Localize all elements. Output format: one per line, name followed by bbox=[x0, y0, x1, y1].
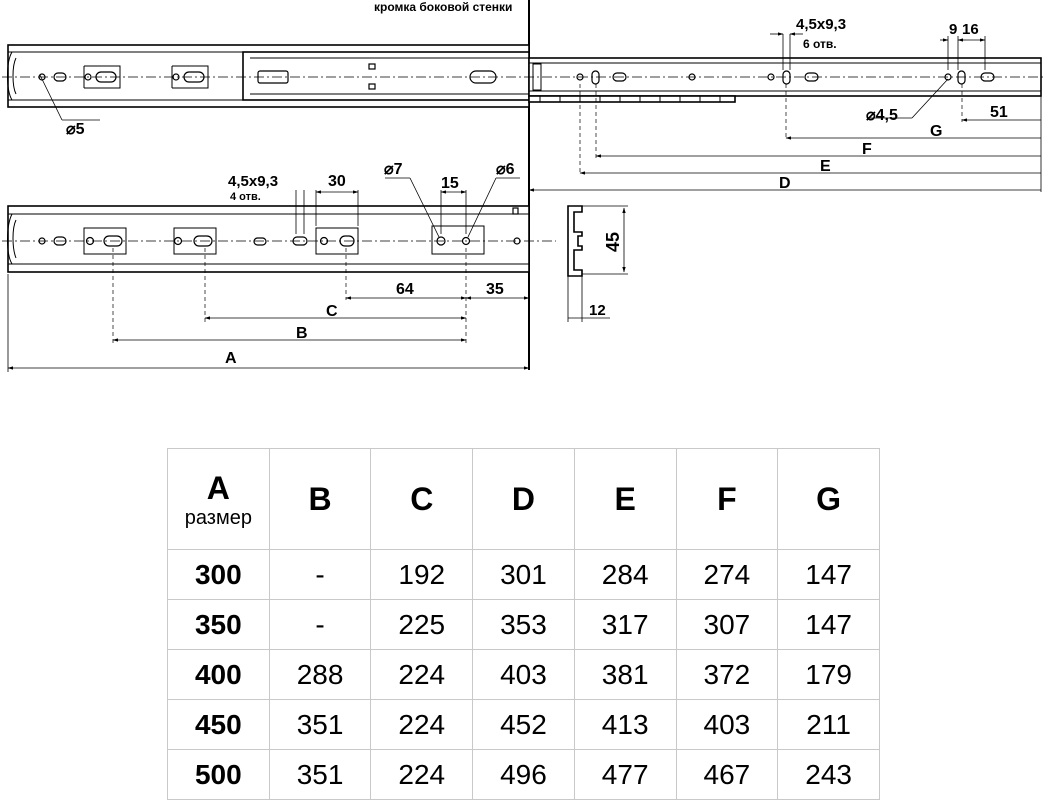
table-cell: 353 bbox=[472, 599, 575, 650]
rail-cross-section: 45 12 bbox=[567, 205, 628, 322]
table-cell: 301 bbox=[472, 549, 575, 600]
table-cell: 403 bbox=[675, 699, 779, 750]
slide-dimension-drawing: кромка боковой стенки bbox=[2, 0, 1045, 372]
table-cell: 351 bbox=[268, 749, 372, 800]
dim-15: 15 bbox=[441, 175, 459, 192]
table-cell: 372 bbox=[675, 649, 779, 700]
top-slot-size: 4,5x9,3 bbox=[796, 16, 846, 33]
table-row: 400 288 224 403 381 372 179 bbox=[167, 649, 880, 700]
label-F: F bbox=[862, 141, 872, 158]
header-B: B bbox=[268, 448, 372, 550]
table-cell: 225 bbox=[370, 599, 474, 650]
dim-35: 35 bbox=[486, 281, 504, 298]
table-cell: 350 bbox=[167, 599, 270, 650]
header-F: F bbox=[675, 448, 779, 550]
table-cell: 317 bbox=[573, 599, 677, 650]
table-cell: 224 bbox=[370, 699, 474, 750]
dim-51: 51 bbox=[990, 104, 1008, 121]
dim-45: 45 bbox=[603, 232, 623, 252]
table-cell: 300 bbox=[167, 549, 270, 600]
label-A: A bbox=[225, 350, 237, 367]
table-cell: 192 bbox=[370, 549, 474, 600]
table-cell: 224 bbox=[370, 649, 474, 700]
table-cell: 284 bbox=[573, 549, 677, 600]
table-cell: 224 bbox=[370, 749, 474, 800]
dim-12: 12 bbox=[589, 302, 606, 319]
table-cell: 467 bbox=[675, 749, 779, 800]
wall-edge-label: кромка боковой стенки bbox=[374, 0, 512, 14]
table-cell: 274 bbox=[675, 549, 779, 600]
table-cell: 450 bbox=[167, 699, 270, 750]
table-row: 350 - 225 353 317 307 147 bbox=[167, 599, 880, 650]
dia-5-label: ⌀5 bbox=[66, 121, 85, 138]
table-cell: 477 bbox=[573, 749, 677, 800]
dia-4-5-label: ⌀4,5 bbox=[866, 107, 898, 124]
label-B: B bbox=[296, 325, 308, 342]
dim-9: 9 bbox=[949, 21, 957, 38]
table-cell: 211 bbox=[777, 699, 880, 750]
table-cell: 288 bbox=[268, 649, 372, 700]
top-slot-count: 6 отв. bbox=[803, 37, 837, 51]
header-E: E bbox=[573, 448, 677, 550]
table-cell: 147 bbox=[777, 599, 880, 650]
label-E: E bbox=[820, 158, 831, 175]
table-cell: 413 bbox=[573, 699, 677, 750]
cabinet-member bbox=[2, 205, 556, 273]
dim-30: 30 bbox=[328, 173, 346, 190]
table-cell: 496 bbox=[472, 749, 575, 800]
top-slide-assembly bbox=[2, 44, 1045, 108]
table-cell: 400 bbox=[167, 649, 270, 700]
table-cell: - bbox=[268, 549, 372, 600]
bottom-annotations: 4,5x9,3 4 отв. 30 ⌀7 15 ⌀6 64 35 C bbox=[7, 161, 530, 372]
header-G: G bbox=[777, 448, 880, 550]
label-D: D bbox=[779, 175, 791, 192]
header-D: D bbox=[472, 448, 575, 550]
table-cell: 500 bbox=[167, 749, 270, 800]
table-cell: 243 bbox=[777, 749, 880, 800]
dia-7-label: ⌀7 bbox=[384, 161, 403, 178]
dim-64: 64 bbox=[396, 281, 414, 298]
top-annotations: 4,5x9,3 6 отв. 9 16 ⌀5 ⌀4,5 51 G F E bbox=[39, 16, 1042, 192]
label-G: G bbox=[930, 123, 942, 140]
dim-16: 16 bbox=[962, 21, 979, 38]
table-row: 500 351 224 496 477 467 243 bbox=[167, 749, 880, 800]
cabinet-rail bbox=[7, 205, 530, 273]
header-A-sub: размер bbox=[184, 506, 252, 529]
table-cell: 179 bbox=[777, 649, 880, 700]
table-cell: 147 bbox=[777, 549, 880, 600]
table-row: 300 - 192 301 284 274 147 bbox=[167, 549, 880, 600]
bottom-slot-size: 4,5x9,3 bbox=[228, 173, 278, 190]
header-C: C bbox=[370, 448, 474, 550]
table-cell: 307 bbox=[675, 599, 779, 650]
table-cell: 381 bbox=[573, 649, 677, 700]
table-cell: 452 bbox=[472, 699, 575, 750]
label-C: C bbox=[326, 303, 338, 320]
dia-6-label: ⌀6 bbox=[496, 161, 515, 178]
table-cell: 351 bbox=[268, 699, 372, 750]
table-cell: 403 bbox=[472, 649, 575, 700]
table-row: 450 351 224 452 413 403 211 bbox=[167, 699, 880, 750]
table-cell: - bbox=[268, 599, 372, 650]
bottom-slot-count: 4 отв. bbox=[230, 191, 261, 203]
